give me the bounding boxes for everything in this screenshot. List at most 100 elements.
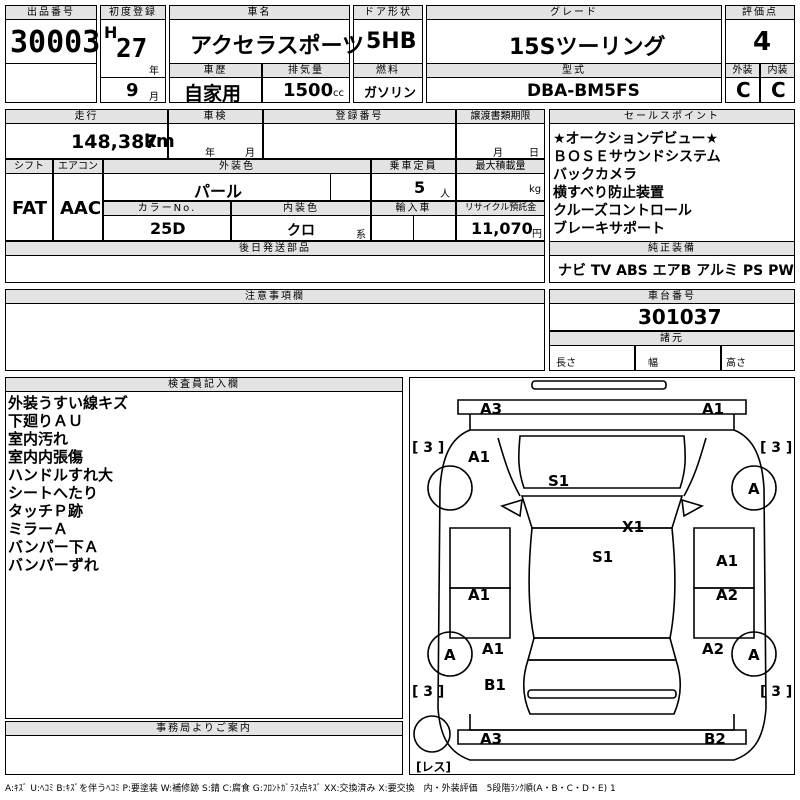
aircon-cell: AAC	[53, 173, 103, 241]
tread-front-right: [ 3 ]	[760, 440, 793, 456]
width-cell: 幅	[635, 345, 721, 371]
lot-no-blank	[5, 63, 97, 103]
displacement-label: 排気量	[262, 63, 350, 78]
model-type-cell: DBA-BM5FS	[426, 77, 722, 103]
reg-no-cell	[263, 123, 456, 159]
score-cell: 4	[725, 19, 795, 64]
inspection-label: 車検	[168, 109, 263, 124]
color-no-cell: 25D	[103, 215, 231, 241]
color-no: 25D	[150, 219, 186, 238]
mark-a1-front-right: A1	[702, 400, 725, 418]
displacement: 1500	[283, 80, 334, 101]
spare-tire: [レス]	[416, 760, 451, 774]
office-label: 事務局よりご案内	[5, 721, 403, 736]
month-unit: 月	[149, 92, 159, 103]
later-parts-label: 後日発送部品	[5, 241, 545, 256]
fuel-cell: ガソリン	[353, 77, 423, 103]
mark-a3-front-left: A3	[480, 400, 503, 418]
model-type-label: 型式	[426, 63, 722, 78]
shift-label: シフト	[5, 159, 53, 174]
genuine-equip-cell: ナビ TV ABS エアB アルミ PS PW	[549, 255, 795, 283]
door-label: ドア形状	[353, 5, 423, 20]
transfer-month-unit: 月	[493, 148, 503, 159]
capacity: 5	[414, 178, 426, 197]
reg-month-cell: 9 月	[100, 77, 166, 103]
import-divider	[413, 215, 414, 241]
inspector-note: 室内内張傷	[8, 448, 84, 466]
mark-a1-right-front-door: A1	[716, 552, 739, 570]
genuine-equipment: ナビ TV ABS エアB アルミ PS PW	[558, 263, 794, 279]
inspector-note: バンパーずれ	[8, 556, 99, 574]
year-unit: 年	[149, 66, 159, 77]
grade: 15Sツーリング	[509, 35, 666, 60]
sales-point-label: セールスポイント	[549, 109, 795, 124]
lot-no-cell: 30003	[5, 19, 101, 64]
recycle-cell: 11,070 円	[456, 215, 545, 241]
car-name-label: 車名	[169, 5, 350, 20]
ext-color: パール	[194, 182, 243, 201]
inspector-label: 検査員記入欄	[5, 377, 403, 392]
inspector-note: シートへたり	[8, 484, 99, 502]
door-type: 5HB	[366, 29, 417, 54]
history-cell: 自家用	[169, 77, 262, 105]
mileage: 148,387	[71, 131, 158, 153]
mark-b1: B1	[484, 676, 506, 694]
shift-cell: FAT	[5, 173, 53, 241]
sales-point-item: ★オークションデビュー★	[553, 131, 719, 147]
sales-point-item: ブレーキサポート	[553, 221, 665, 237]
inspector-note: ハンドルすれ大	[8, 466, 114, 484]
score-label: 評価点	[725, 5, 795, 20]
sales-point-item: 横すべり防止装置	[553, 185, 665, 201]
ext-color-divider	[330, 173, 331, 201]
aircon-label: エアコン	[53, 159, 103, 174]
notes-cell	[5, 303, 545, 371]
chassis-no-label: 車台番号	[549, 289, 795, 304]
transfer-cell: 月 日	[456, 123, 545, 159]
max-load-cell: kg	[456, 173, 545, 201]
grade-cell: 15Sツーリング	[426, 19, 722, 64]
lot-no: 30003	[10, 25, 101, 60]
transfer-day-unit: 日	[529, 148, 539, 159]
first-reg-cell: H 27 年	[100, 19, 166, 78]
sales-point-item: ＢＯＳＥサウンドシステム	[553, 149, 721, 165]
tread-rear-left: [ 3 ]	[412, 684, 445, 700]
tread-rear-right: [ 3 ]	[760, 684, 793, 700]
mileage-cell: 148,387 km	[5, 123, 175, 159]
car-name-cell: アクセラスポーツ	[169, 19, 364, 64]
sales-point-item: バックカメラ	[553, 167, 637, 183]
aircon: AAC	[60, 198, 102, 219]
mark-a1-left-door: A1	[468, 586, 491, 604]
ext-color-label: 外装色	[103, 159, 371, 174]
cc-unit: cc	[333, 88, 344, 99]
import-label: 輸入車	[371, 201, 456, 216]
tire-rear-right: A	[748, 646, 760, 664]
score: 4	[753, 27, 772, 57]
chassis-no: 301037	[638, 305, 722, 329]
kg-unit: kg	[529, 184, 542, 195]
transfer-label: 譲渡書類期限	[456, 109, 545, 124]
exterior-label: 外装	[725, 63, 760, 78]
inspector-note: タッチＰ跡	[8, 502, 84, 520]
mark-a1-left-rear: A1	[482, 640, 505, 658]
int-color: クロ	[287, 223, 315, 239]
car-name: アクセラスポーツ	[190, 34, 365, 59]
mark-b2-rear-right: B2	[704, 730, 726, 748]
era: H	[104, 23, 118, 42]
sales-point-list: ★オークションデビュー★ ＢＯＳＥサウンドシステム バックカメラ 横すべり防止装…	[549, 123, 795, 243]
capacity-label: 乗車定員	[371, 159, 456, 174]
width-label: 幅	[648, 358, 658, 369]
height-cell: 高さ	[721, 345, 795, 371]
genuine-equip-label: 純正装備	[549, 241, 795, 256]
tire-front-right: A	[748, 480, 760, 498]
mileage-label: 走行	[5, 109, 168, 124]
car-diagram: A3 A1 A1 S1 X1 S1 A1 A1 A2 A1 A2 B1 A3 B…	[409, 377, 795, 775]
car-outline-svg	[413, 380, 777, 761]
reg-year: 27	[116, 34, 148, 64]
ext-color-cell: パール	[103, 173, 371, 201]
exterior-grade: C	[736, 78, 751, 102]
recycle: 11,070	[471, 219, 533, 238]
mark-a2-right-rear: A2	[702, 640, 725, 658]
insp-month-unit: 月	[245, 148, 255, 159]
exterior-grade-cell: C	[725, 77, 760, 103]
persons-unit: 人	[440, 189, 450, 200]
